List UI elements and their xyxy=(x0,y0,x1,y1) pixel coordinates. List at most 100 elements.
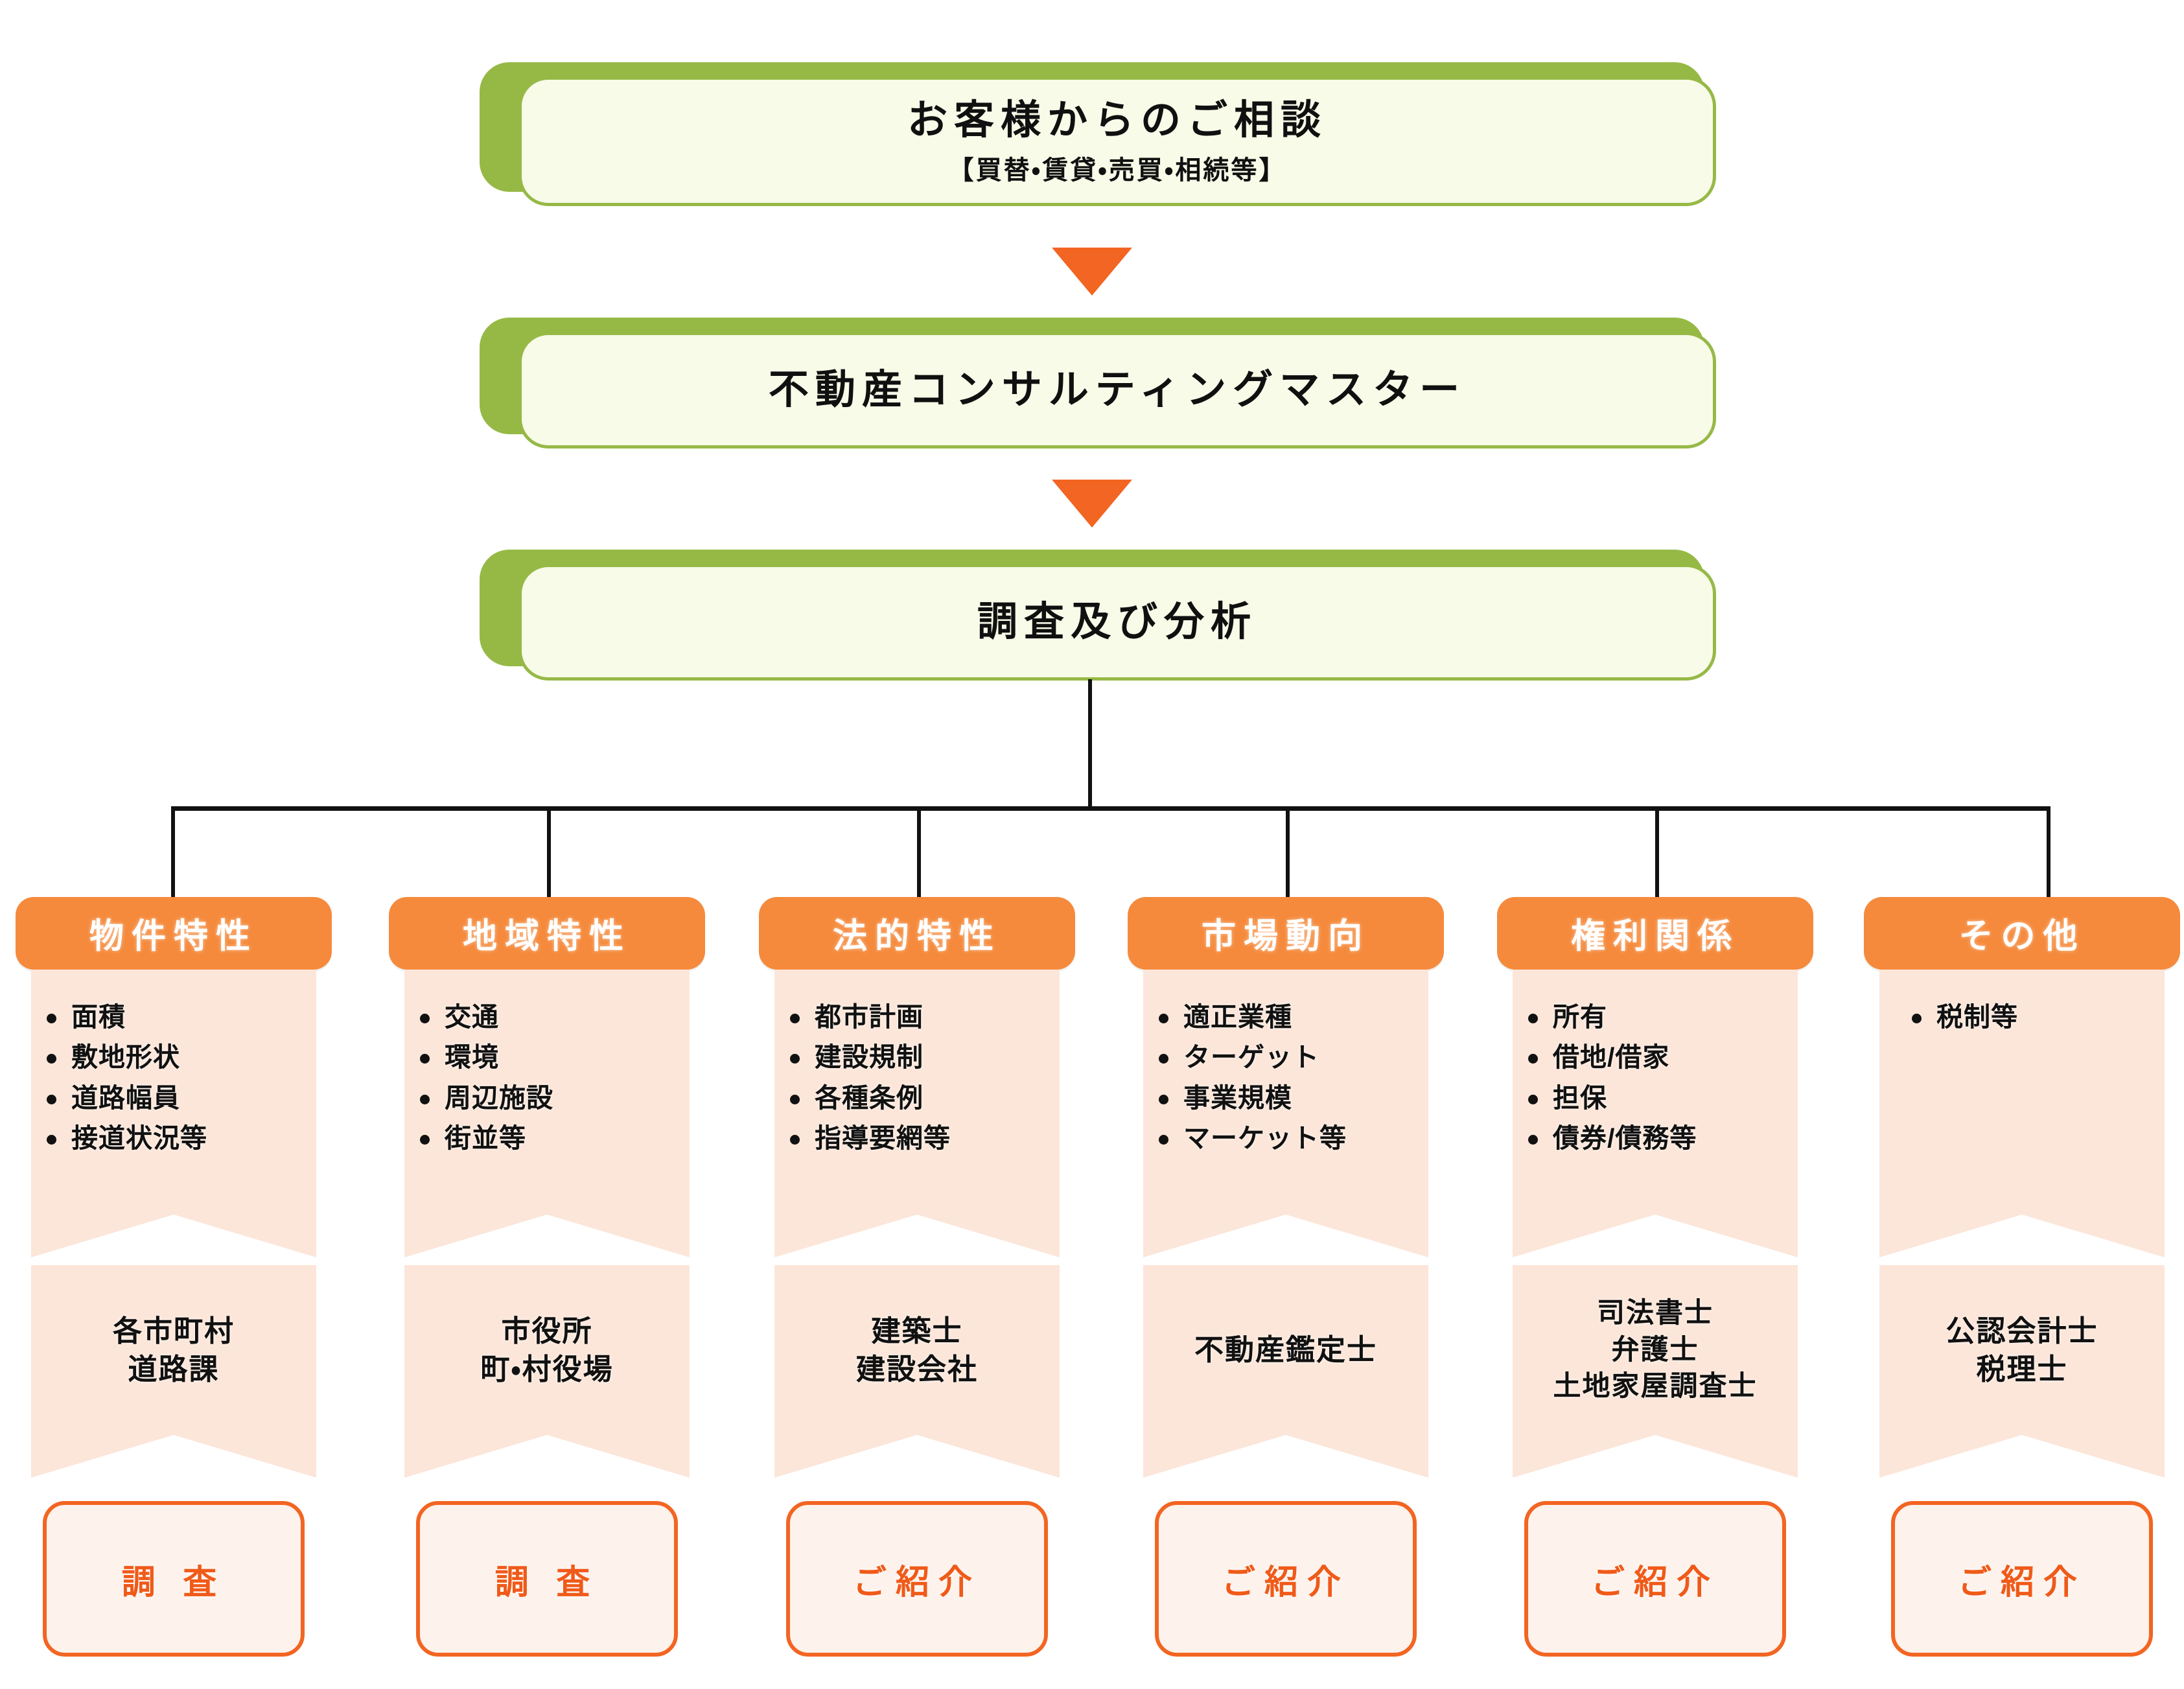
ribbon-notch xyxy=(31,1435,316,1478)
list-item: 借地/借家 xyxy=(1528,1037,1798,1077)
category-items-ribbon-3: 都市計画 建設規制 各種条例 指導要網等 xyxy=(774,970,1060,1257)
list-item: ターゲット xyxy=(1159,1037,1428,1077)
ribbon-notch xyxy=(404,1215,690,1257)
category-header-label: 物件特性 xyxy=(89,917,258,955)
list-item: マーケット等 xyxy=(1159,1118,1428,1158)
category-header-2[interactable]: 地域特性 xyxy=(389,897,705,970)
action-button-2[interactable]: 調 査 xyxy=(416,1501,678,1657)
category-header-1[interactable]: 物件特性 xyxy=(16,897,332,970)
step1-subtitle: 【買替・賃貸・売買・相続等】 xyxy=(947,156,1287,185)
action-button-5[interactable]: ご紹介 xyxy=(1524,1501,1786,1657)
provider-label: 公認会計士 税理士 xyxy=(1946,1312,2098,1389)
list-item: 都市計画 xyxy=(790,997,1060,1037)
flow-step-consultation: お客様からのご相談 【買替・賃貸・売買・相続等】 xyxy=(480,62,1716,206)
provider-label: 各市町村 道路課 xyxy=(113,1312,235,1389)
list-item: 接道状況等 xyxy=(47,1118,316,1158)
provider-line: 司法書士 xyxy=(1597,1297,1714,1329)
list-item: 指導要網等 xyxy=(790,1118,1060,1158)
list-item: 建設規制 xyxy=(790,1037,1060,1077)
category-column-2: 地域特性 交通 環境 周辺施設 街並等 xyxy=(378,897,715,1257)
step1-title: お客様からのご相談 xyxy=(907,98,1327,143)
category-header-label: 法的特性 xyxy=(833,917,1001,955)
provider-ribbon-2: 市役所 町・村役場 xyxy=(404,1265,690,1478)
category-column-5: 権利関係 所有 借地/借家 担保 債券/債務等 xyxy=(1487,897,1824,1257)
category-items-ribbon-6: 税制等 xyxy=(1879,970,2165,1257)
category-header-label: 市場動向 xyxy=(1202,917,1370,955)
provider-ribbon-6: 公認会計士 税理士 xyxy=(1879,1265,2165,1478)
box-face: 不動産コンサルティングマスター xyxy=(518,332,1716,448)
provider-ribbon-3: 建築士 建設会社 xyxy=(774,1265,1060,1478)
category-header-6[interactable]: その他 xyxy=(1864,897,2180,970)
provider-line: 税理士 xyxy=(1976,1353,2068,1386)
provider-line: 建築士 xyxy=(871,1314,963,1347)
connector-drop-5 xyxy=(1655,806,1659,903)
category-item-list: 所有 借地/借家 担保 債券/債務等 xyxy=(1513,997,1798,1158)
category-column-3: 法的特性 都市計画 建設規制 各種条例 指導要網等 xyxy=(749,897,1086,1257)
category-item-list: 税制等 xyxy=(1879,997,2165,1037)
connector-trunk-vertical xyxy=(1088,679,1092,810)
list-item: 面積 xyxy=(47,997,316,1037)
flow-step-survey-analysis: 調査及び分析 xyxy=(480,550,1716,681)
action-button-label: 調 査 xyxy=(121,1563,226,1602)
category-item-list: 都市計画 建設規制 各種条例 指導要網等 xyxy=(774,997,1060,1158)
provider-line: 市役所 xyxy=(501,1314,593,1347)
action-button-label: ご紹介 xyxy=(852,1563,981,1602)
provider-line: 公認会計士 xyxy=(1946,1314,2098,1347)
provider-ribbon-4: 不動産鑑定士 xyxy=(1143,1265,1428,1478)
category-header-4[interactable]: 市場動向 xyxy=(1128,897,1444,970)
box-face: 調査及び分析 xyxy=(518,564,1716,681)
category-header-label: 権利関係 xyxy=(1571,917,1739,955)
category-item-list: 交通 環境 周辺施設 街並等 xyxy=(404,997,690,1158)
category-header-3[interactable]: 法的特性 xyxy=(759,897,1075,970)
category-header-label: その他 xyxy=(1958,917,2085,955)
ribbon-notch xyxy=(774,1435,1060,1478)
category-items-ribbon-4: 適正業種 ターゲット 事業規模 マーケット等 xyxy=(1143,970,1428,1257)
list-item: 所有 xyxy=(1528,997,1798,1037)
ribbon-notch xyxy=(1879,1435,2165,1478)
list-item: 税制等 xyxy=(1912,997,2165,1037)
category-column-4: 市場動向 適正業種 ターゲット 事業規模 マーケット等 xyxy=(1117,897,1454,1257)
ribbon-notch xyxy=(1513,1435,1798,1478)
category-header-label: 地域特性 xyxy=(463,917,631,955)
action-button-3[interactable]: ご紹介 xyxy=(786,1501,1048,1657)
provider-line: 不動産鑑定士 xyxy=(1194,1333,1377,1367)
category-header-5[interactable]: 権利関係 xyxy=(1497,897,1813,970)
provider-label: 不動産鑑定士 xyxy=(1194,1331,1377,1369)
action-button-1[interactable]: 調 査 xyxy=(43,1501,305,1657)
box-face: お客様からのご相談 【買替・賃貸・売買・相続等】 xyxy=(518,76,1716,206)
category-items-ribbon-2: 交通 環境 周辺施設 街並等 xyxy=(404,970,690,1257)
list-item: 各種条例 xyxy=(790,1078,1060,1118)
triangle-down-icon-2 xyxy=(1052,480,1132,528)
ribbon-notch xyxy=(404,1435,690,1478)
connector-bus-horizontal xyxy=(171,806,2050,811)
list-item: 街並等 xyxy=(420,1118,690,1158)
list-item: 敷地形状 xyxy=(47,1037,316,1077)
provider-label: 市役所 町・村役場 xyxy=(480,1312,613,1389)
provider-ribbon-1: 各市町村 道路課 xyxy=(31,1265,316,1478)
step3-title: 調査及び分析 xyxy=(977,600,1257,645)
action-button-4[interactable]: ご紹介 xyxy=(1155,1501,1417,1657)
flow-step-consulting-master: 不動産コンサルティングマスター xyxy=(480,318,1716,448)
connector-drop-6 xyxy=(2047,806,2050,903)
connector-drop-2 xyxy=(547,806,551,903)
ribbon-notch xyxy=(31,1215,316,1257)
category-item-list: 適正業種 ターゲット 事業規模 マーケット等 xyxy=(1143,997,1428,1158)
action-button-label: ご紹介 xyxy=(1221,1563,1350,1602)
connector-drop-3 xyxy=(917,806,921,903)
ribbon-notch xyxy=(1143,1435,1428,1478)
list-item: 周辺施設 xyxy=(420,1078,690,1118)
list-item: 債券/債務等 xyxy=(1528,1118,1798,1158)
action-button-label: ご紹介 xyxy=(1957,1563,2086,1602)
provider-label: 建築士 建設会社 xyxy=(856,1312,978,1389)
provider-line: 町・村役場 xyxy=(480,1353,614,1386)
triangle-down-icon-1 xyxy=(1052,248,1132,296)
connector-drop-4 xyxy=(1286,806,1290,903)
ribbon-notch xyxy=(1879,1215,2165,1257)
action-button-label: ご紹介 xyxy=(1590,1563,1719,1602)
action-button-label: 調 査 xyxy=(494,1563,599,1602)
provider-line: 弁護士 xyxy=(1611,1334,1699,1366)
action-button-6[interactable]: ご紹介 xyxy=(1891,1501,2153,1657)
provider-line: 土地家屋調査士 xyxy=(1553,1371,1758,1403)
list-item: 交通 xyxy=(420,997,690,1037)
step2-title: 不動産コンサルティングマスター xyxy=(768,367,1467,413)
